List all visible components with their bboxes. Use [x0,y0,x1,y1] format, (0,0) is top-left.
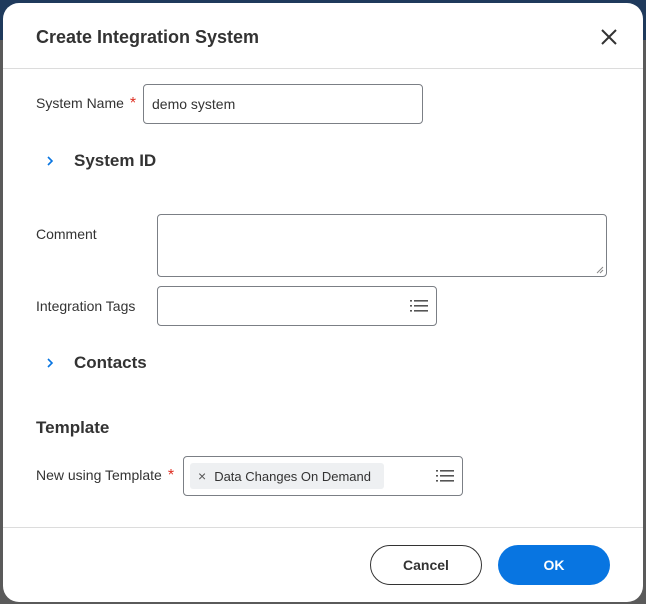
new-using-template-label-text: New using Template [36,467,162,483]
dialog-title: Create Integration System [36,27,260,47]
system-name-input[interactable]: demo system [143,84,423,124]
chevron-right-icon [47,156,54,166]
ok-button[interactable]: OK [498,545,610,585]
comment-textarea[interactable] [157,214,607,277]
contacts-label: Contacts [74,353,147,372]
list-icon[interactable] [436,469,454,483]
integration-tags-label: Integration Tags [36,298,136,314]
list-icon[interactable] [410,299,428,313]
required-mark: * [129,95,137,112]
integration-tags-input[interactable] [157,286,437,326]
selected-template-chip: × Data Changes On Demand [190,463,384,489]
chip-label: Data Changes On Demand [214,468,371,484]
close-icon [601,29,617,45]
new-using-template-label: New using Template * [36,467,174,485]
new-using-template-input[interactable]: × Data Changes On Demand [183,456,463,496]
system-id-label: System ID [74,151,157,170]
header-divider [3,68,643,69]
contacts-section-toggle[interactable]: Contacts [44,353,147,373]
required-mark: * [167,467,175,484]
footer-divider [3,527,643,528]
system-name-label: System Name * [36,95,136,113]
close-button[interactable] [597,25,621,49]
system-name-value: demo system [152,96,236,112]
system-id-section-toggle[interactable]: System ID [44,151,156,171]
template-heading: Template [36,418,110,437]
chevron-right-icon [47,358,54,368]
create-integration-system-dialog: Create Integration System System Name * d… [3,3,643,602]
system-name-label-text: System Name [36,95,124,111]
resize-handle-icon[interactable] [596,266,604,274]
comment-label: Comment [36,226,97,242]
cancel-button[interactable]: Cancel [370,545,482,585]
remove-chip-icon[interactable]: × [198,468,207,484]
